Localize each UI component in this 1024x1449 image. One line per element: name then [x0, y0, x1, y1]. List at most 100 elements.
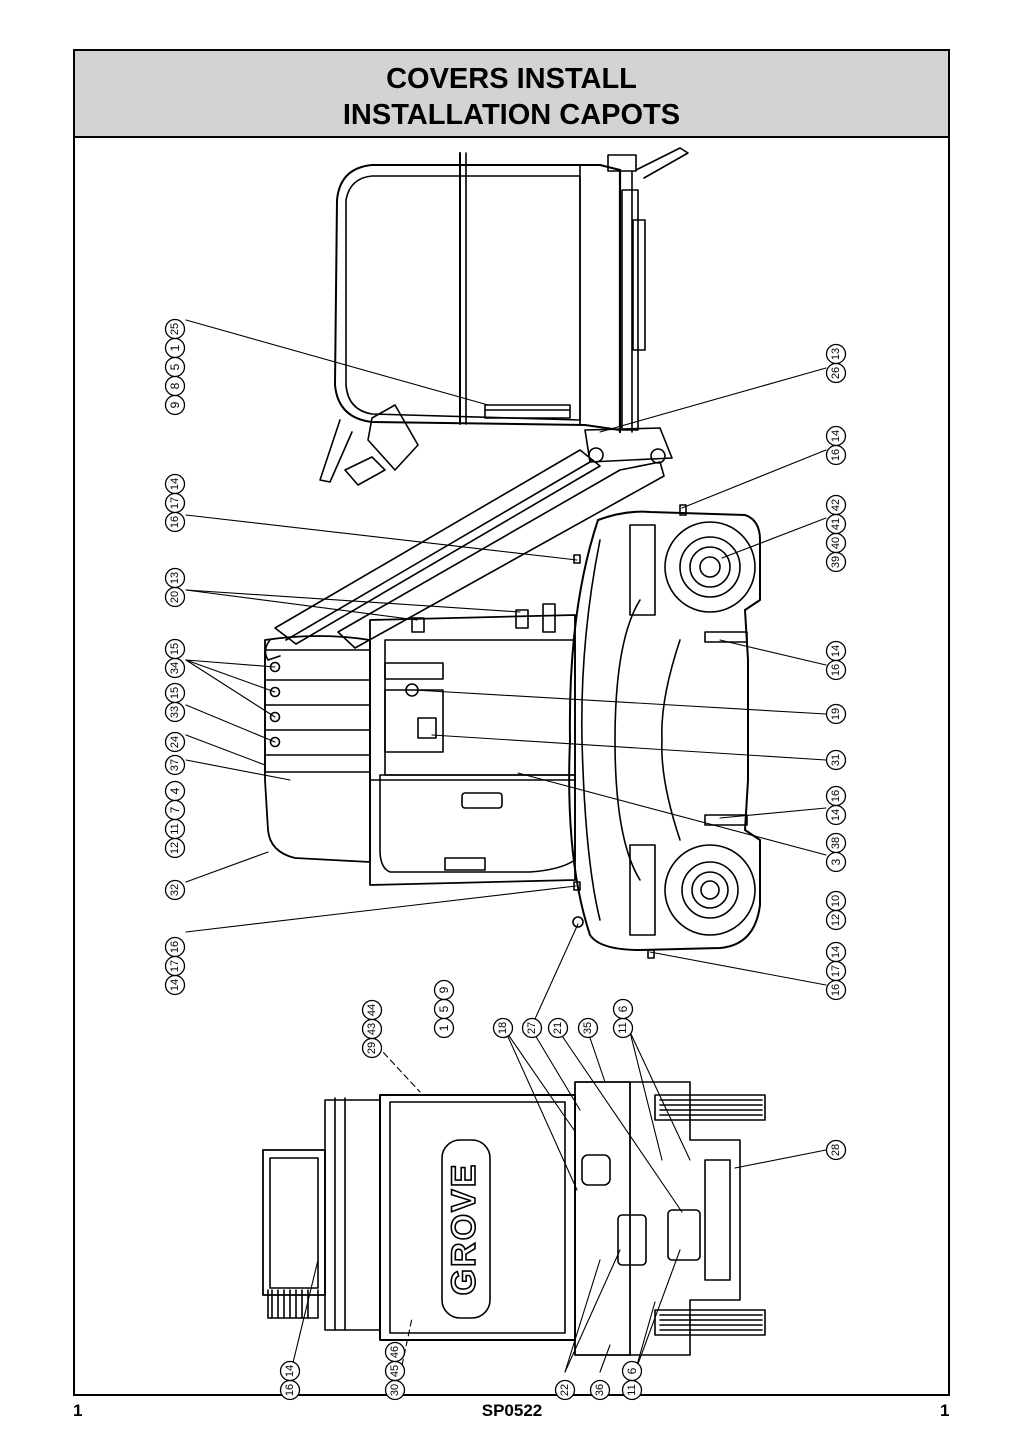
callout-bubble — [612, 998, 634, 1020]
callout-bubble — [164, 879, 186, 901]
callout-number: 9 — [168, 401, 182, 408]
callout-number: 39 — [830, 556, 842, 568]
callout-number: 14 — [830, 645, 842, 657]
callout-bubble — [825, 785, 847, 807]
callout-group-c-right-2: 19 — [825, 703, 847, 725]
callout-bubble — [164, 936, 186, 958]
callout-bubble — [621, 1360, 643, 1382]
callout-number: 31 — [830, 754, 842, 766]
callout-bubble — [164, 567, 186, 589]
page-number-right: 1 — [940, 1401, 950, 1420]
callout-bubble — [492, 1017, 514, 1039]
callout-bubble — [825, 343, 847, 365]
callout-bubble — [164, 754, 186, 776]
callout-number: 21 — [552, 1022, 564, 1034]
callout-bubble — [825, 1139, 847, 1161]
callout-number: 8 — [168, 382, 182, 389]
callout-number: 37 — [169, 759, 181, 771]
title-french: INSTALLATION CAPOTS — [342, 99, 681, 131]
callout-number: 19 — [830, 708, 842, 720]
callout-number: 43 — [366, 1023, 378, 1035]
callout-number: 11 — [617, 1022, 629, 1033]
callout-number: 28 — [830, 1144, 842, 1156]
leader-lines — [185, 319, 827, 1376]
callout-number: 13 — [169, 572, 181, 584]
callout-bubble — [164, 318, 186, 340]
callout-number: 45 — [389, 1365, 401, 1377]
callout-bubble — [825, 425, 847, 447]
callout-bubble — [825, 703, 847, 725]
callout-number: 27 — [526, 1022, 538, 1034]
callout-group-c-left-8: 32 — [164, 879, 186, 901]
callout-number: 14 — [830, 430, 842, 442]
callout-number: 38 — [830, 837, 842, 849]
callout-bubble — [521, 1017, 543, 1039]
callout-number: 40 — [830, 537, 842, 549]
callout-bubble — [825, 890, 847, 912]
callout-number: 3 — [829, 858, 843, 865]
callout-bubble — [361, 999, 383, 1021]
callout-bubble — [825, 832, 847, 854]
callout-number: 29 — [366, 1042, 378, 1054]
callout-group-c-left-5: 24 — [164, 731, 186, 753]
document-code: SP0522 — [481, 1401, 543, 1420]
callout-number: 12 — [830, 914, 842, 926]
callout-number: 24 — [169, 736, 181, 748]
callout-group-c-right-3: 31 — [825, 749, 847, 771]
callout-group-c-left-6: 37 — [164, 754, 186, 776]
callout-group-c-right-5: 3 38 — [825, 832, 847, 873]
callout-group-b-3: 18 — [492, 1017, 514, 1039]
callout-bubble — [279, 1360, 301, 1382]
callout-bubble — [547, 1017, 569, 1039]
callout-bubble — [384, 1341, 406, 1363]
drawing-frame: COVERS INSTALL INSTALLATION CAPOTS — [73, 49, 950, 1396]
callout-number: 4 — [168, 787, 182, 794]
callout-bubble — [825, 640, 847, 662]
page-number-left: 1 — [73, 1401, 83, 1420]
callout-number: 13 — [830, 348, 842, 360]
callout-number: 46 — [389, 1346, 401, 1358]
callout-number: 22 — [559, 1384, 571, 1396]
callout-number: 16 — [830, 984, 842, 996]
callout-number: 44 — [366, 1004, 378, 1016]
callout-number: 6 — [616, 1005, 630, 1012]
bottom-view — [262, 1081, 766, 1356]
callout-bubble — [164, 473, 186, 495]
callout-bubble — [589, 1379, 611, 1401]
callout-number: 11 — [169, 823, 181, 834]
callout-number: 5 — [168, 363, 182, 370]
callout-number: 16 — [830, 449, 842, 461]
callout-number: 6 — [625, 1367, 639, 1374]
callout-number: 36 — [594, 1384, 606, 1396]
callout-number: 17 — [830, 965, 842, 977]
callout-group-b-5: 21 — [547, 1017, 569, 1039]
callout-bubble — [433, 979, 455, 1001]
title-english: COVERS INSTALL — [386, 63, 637, 95]
callout-number: 9 — [437, 986, 451, 993]
grove-logo: GROVE — [444, 1162, 484, 1296]
callout-bubble — [577, 1017, 599, 1039]
callout-group-b-4: 27 — [521, 1017, 543, 1039]
callout-number: 41 — [830, 518, 842, 530]
callout-number: 16 — [284, 1384, 296, 1396]
callout-number: 14 — [169, 979, 181, 991]
callout-number: 7 — [168, 806, 182, 813]
callout-number: 14 — [284, 1365, 296, 1377]
callout-number: 20 — [169, 591, 181, 603]
callout-number: 17 — [169, 497, 181, 509]
callout-group-b-12: 36 — [589, 1379, 611, 1401]
logo-text: GROVE — [445, 1163, 483, 1296]
callout-group-b-6: 35 — [577, 1017, 599, 1039]
callout-number: 32 — [169, 884, 181, 896]
callout-group-b-13: 116 — [621, 1360, 643, 1401]
